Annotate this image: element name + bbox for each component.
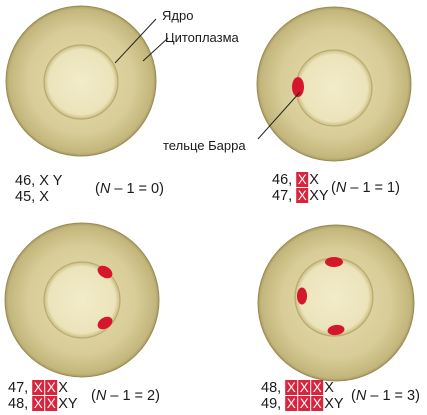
sex-chromosomes: X bbox=[309, 172, 319, 188]
sex-chromosomes: Y bbox=[53, 173, 63, 189]
inactive-x-box bbox=[32, 396, 45, 411]
inactive-x-box bbox=[45, 380, 58, 395]
cell-two-barr-bodies bbox=[4, 222, 160, 378]
sex-chromosomes: X bbox=[324, 380, 334, 396]
nucleus bbox=[295, 49, 373, 127]
chromosome-count: 48, bbox=[8, 396, 28, 412]
cytoplasm-pointer-line bbox=[142, 37, 169, 62]
barr-body bbox=[97, 265, 113, 279]
inactive-x-box bbox=[298, 380, 311, 395]
inactive-x-box bbox=[285, 380, 298, 395]
inactive-x-box bbox=[311, 396, 324, 411]
inactive-x-chromosome: X bbox=[34, 380, 43, 395]
inactive-x-box bbox=[45, 396, 58, 411]
inactive-x-chromosome: X bbox=[313, 380, 322, 395]
inactive-x-chromosome: X bbox=[300, 380, 309, 395]
inactive-x-box bbox=[311, 380, 324, 395]
cell-normal-male bbox=[5, 5, 157, 157]
inactive-x-chromosome: X bbox=[47, 396, 56, 411]
barr-body bbox=[292, 77, 304, 97]
sex-chromosomes: X bbox=[39, 173, 49, 189]
inactive-x-box bbox=[285, 396, 298, 411]
barr-body bbox=[97, 316, 113, 330]
barr-body bbox=[297, 287, 307, 305]
barr-body-label: тельце Барра bbox=[163, 138, 246, 153]
barr-body-pointer-line bbox=[257, 91, 301, 140]
inactive-x-box bbox=[296, 172, 309, 187]
chromosome-count: 48, bbox=[261, 380, 281, 396]
inactive-x-chromosome: X bbox=[298, 172, 307, 187]
nucleus-pointer-line bbox=[114, 18, 157, 64]
inactive-x-chromosome: X bbox=[47, 380, 56, 395]
sex-chromosomes: XY bbox=[309, 188, 329, 204]
chromosome-count: 49, bbox=[261, 396, 281, 412]
cell-one-barr-body bbox=[256, 6, 412, 162]
inactive-x-box bbox=[32, 380, 45, 395]
inactive-x-chromosome: X bbox=[287, 380, 296, 395]
inactive-x-box bbox=[298, 396, 311, 411]
sex-chromosomes: X bbox=[39, 189, 49, 205]
inactive-x-box bbox=[296, 188, 309, 203]
inactive-x-chromosome: X bbox=[34, 396, 43, 411]
chromosome-count: 46, bbox=[15, 173, 35, 189]
chromosome-count: 47, bbox=[8, 380, 28, 396]
sex-chromosomes: X bbox=[58, 380, 68, 396]
sex-chromosomes: XY bbox=[324, 396, 344, 412]
nucleus-label: Ядро bbox=[162, 8, 193, 23]
barr-body-formula: (N – 1 = 0) bbox=[95, 181, 164, 197]
barr-body-formula: (N – 1 = 1) bbox=[331, 180, 400, 196]
inactive-x-chromosome: X bbox=[298, 188, 307, 203]
barr-body bbox=[327, 324, 345, 336]
cytoplasm-label: Цитоплазма bbox=[165, 30, 240, 45]
barr-body-formula: (N – 1 = 3) bbox=[351, 388, 420, 404]
chromosome-count: 47, bbox=[272, 188, 292, 204]
inactive-x-chromosome: X bbox=[287, 396, 296, 411]
barr-body bbox=[325, 257, 343, 267]
chromosome-count: 46, bbox=[272, 172, 292, 188]
inactive-x-chromosome: X bbox=[313, 396, 322, 411]
chromosome-count: 45, bbox=[15, 189, 35, 205]
nucleus bbox=[43, 261, 121, 339]
nucleus bbox=[43, 44, 119, 120]
sex-chromosomes: XY bbox=[58, 396, 78, 412]
barr-body-formula: (N – 1 = 2) bbox=[91, 388, 160, 404]
inactive-x-chromosome: X bbox=[300, 396, 309, 411]
cell-three-barr-bodies bbox=[257, 224, 415, 382]
